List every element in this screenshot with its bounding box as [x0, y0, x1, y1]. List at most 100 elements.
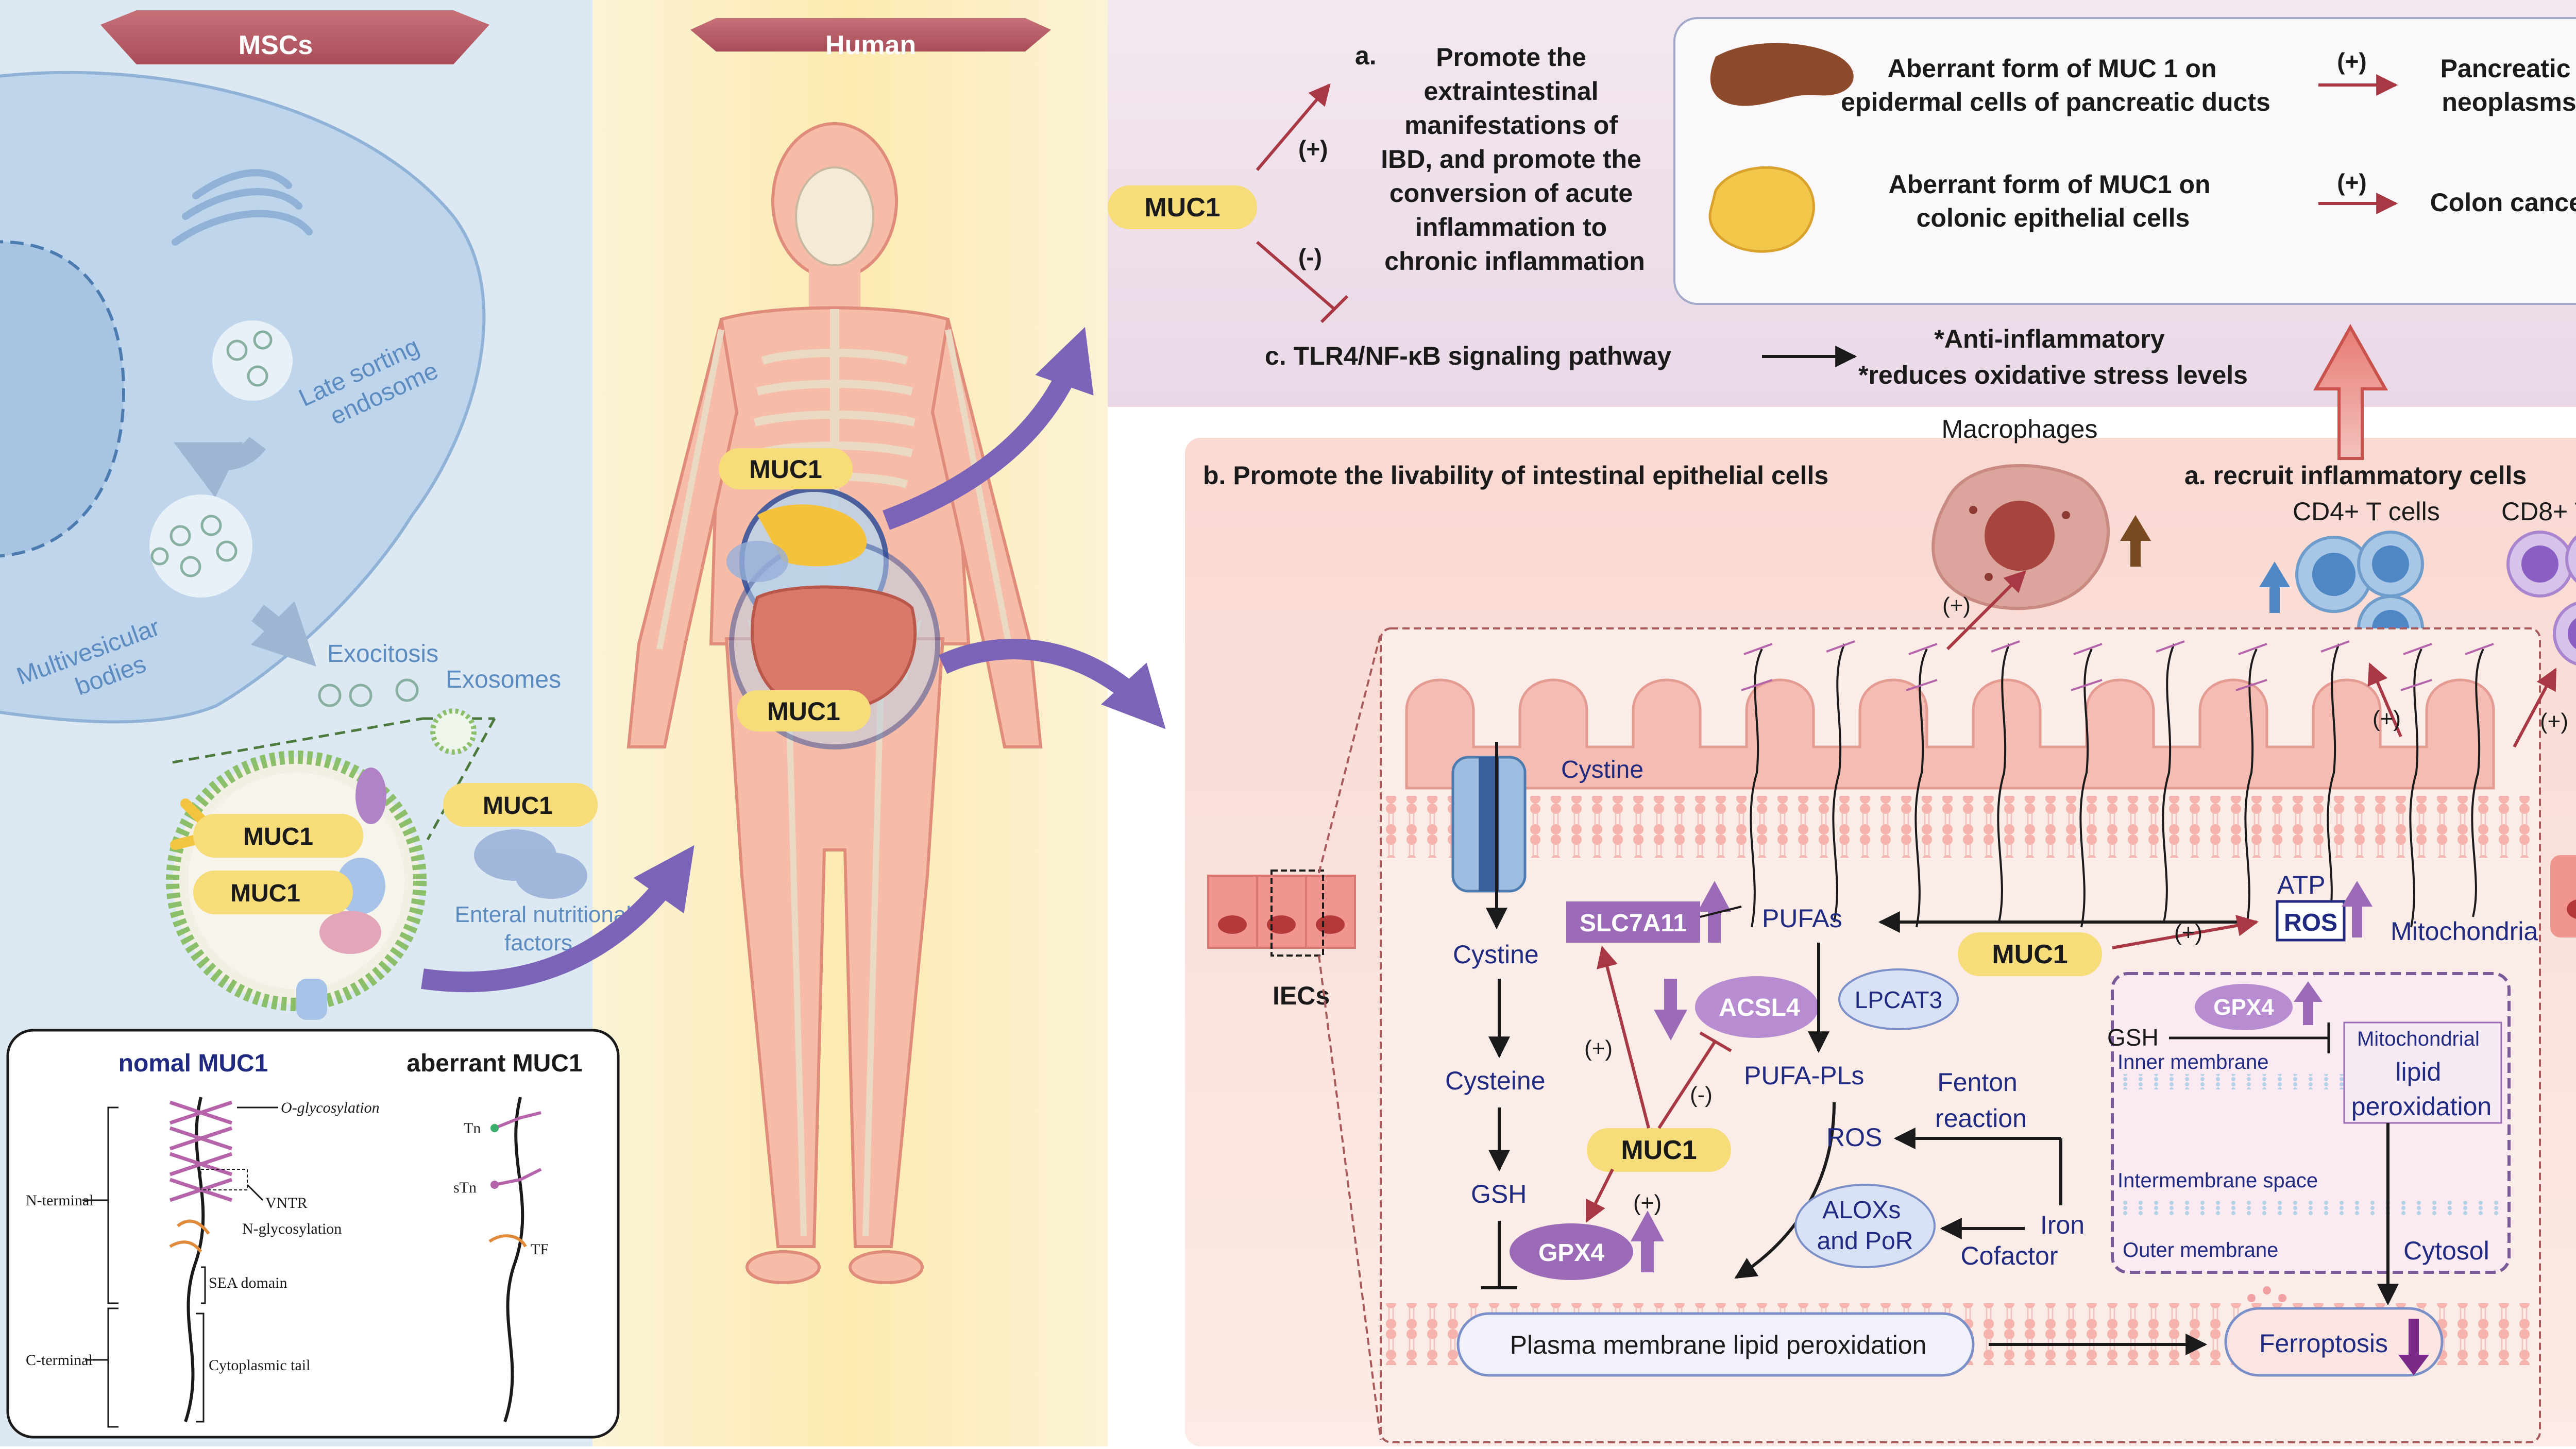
fenton-line2: reaction [1935, 1104, 2027, 1133]
gsh-label: GSH [1471, 1180, 1527, 1208]
n-glyco-label: N-glycosylation [242, 1220, 342, 1237]
aberrant-muc1-title: aberrant MUC1 [406, 1050, 582, 1077]
intermembrane-label: Intermembrane space [2117, 1169, 2318, 1192]
panel-b-title: b. Promote the livability of intestinal … [1203, 461, 1828, 490]
pancreas-icon [1710, 43, 1854, 106]
cystine-top-label: Cystine [1561, 756, 1643, 783]
mscs-to-human-arrow [421, 845, 694, 993]
macrophage-up-arrow [2120, 515, 2151, 567]
zoom-dash-top [1318, 633, 1382, 874]
muc1-center-label: MUC1 [1621, 1135, 1697, 1165]
iron-line2: Cofactor [1961, 1241, 2058, 1270]
sorting-arrow [174, 436, 266, 498]
plasma-label: Plasma membrane lipid peroxidation [1510, 1331, 1927, 1359]
tf-label: TF [531, 1241, 549, 1258]
muc1-to-slc7a11 [1597, 945, 1650, 1129]
sea-label: SEA domain [209, 1274, 287, 1291]
c-result-2: *reduces oxidative stress levels [1858, 361, 2248, 389]
a-text-l2: extraintestinal [1424, 77, 1599, 106]
disease-box: Aberrant form of MUC 1 on epidermal cell… [1673, 17, 2576, 305]
box-row2-text: Aberrant form of MUC1 on colonic epithel… [1889, 170, 2218, 232]
fenton-line1: Fenton [1937, 1068, 2018, 1097]
mito-lipid-box: Mitochondrial lipid peroxidation [2343, 1021, 2502, 1124]
gsh-mito-label: GSH [2107, 1024, 2159, 1051]
cyto-label: Cytoplasmic tail [209, 1357, 310, 1374]
muc1-pill-panel-a: MUC1 [1108, 185, 1257, 229]
enteral-line1: Enteral nutritional [455, 902, 631, 927]
n-terminal-label: N-terminal [26, 1192, 94, 1209]
recruit-label: a. recruit inflammatory cells [2184, 461, 2527, 490]
a-text-l3: manifestations of [1404, 111, 1618, 140]
enteral-line2: factors [504, 930, 572, 956]
ros-box-label: ROS [2284, 909, 2337, 936]
right-iec-nucleus [2567, 899, 2576, 919]
gpx4-node: GPX4 [1510, 1223, 1633, 1280]
outer-label: Outer membrane [2123, 1239, 2278, 1262]
box-row1-text: Aberrant form of MUC 1 on epidermal cell… [1841, 54, 2270, 116]
zoom-line-right2 [426, 718, 496, 841]
aloxs-line1: ALOXs [1822, 1197, 1901, 1224]
cd8-label: CD8+ T cells [2501, 497, 2576, 526]
human-banner-label: Human [825, 30, 916, 60]
a-text-l4: IBD, and promote the [1381, 145, 1641, 174]
fenton-label: Fenton reaction [1935, 1068, 2027, 1133]
muc1-pill-right: MUC1 [1958, 932, 2102, 976]
tn-label: Tn [464, 1120, 481, 1137]
muc1-human-bottom-label: MUC1 [767, 697, 840, 726]
a-text-l6: inflammation to [1415, 213, 1607, 242]
atp-label: ATP [2277, 871, 2326, 899]
ros-label: ROS [1826, 1123, 1882, 1152]
microvilli [1405, 678, 2495, 790]
box-row1-result-l2: neoplasms [2442, 88, 2576, 116]
box-row2-line2: colonic epithelial cells [1917, 203, 2190, 232]
apical-membrane [1386, 796, 2535, 858]
aloxs-line2: and PoR [1817, 1228, 1913, 1255]
cd4-label: CD4+ T cells [2293, 497, 2440, 526]
a-label: a. [1355, 41, 1377, 70]
a-text-l1: Promote the [1436, 43, 1586, 72]
plus-macrophage: (+) [1942, 593, 1971, 618]
box-row1-sign: (+) [2337, 48, 2367, 75]
zoom-line-left [172, 717, 423, 764]
enteral-label: Enteral nutritional factors [455, 902, 638, 956]
exocitosis-label: Exocitosis [327, 640, 438, 668]
muc1-pill-center: MUC1 [1587, 1128, 1731, 1172]
glycan-decorations [1741, 640, 2494, 691]
macrophage-cell [1931, 464, 2110, 610]
muc1-right-label: MUC1 [1992, 940, 2067, 969]
cd4-up-arrow [2259, 561, 2290, 613]
to-cd4-arrow [2367, 662, 2402, 738]
cytosol-label: Cytosol [2403, 1236, 2489, 1265]
nutritional-factors-shapes [474, 829, 587, 899]
acsl4-label: ACSL4 [1719, 994, 1800, 1021]
mscs-banner-label: MSCs [239, 30, 313, 60]
muc1-inhibit-acsl4 [1657, 1039, 1717, 1129]
plus-cd4: (+) [2372, 706, 2401, 731]
plus-ros: (+) [2174, 920, 2202, 945]
mito-lipid-line3: peroxidation [2351, 1092, 2492, 1121]
iec-inset-icon [1207, 870, 1356, 957]
box-row1-line1: Aberrant form of MUC 1 on [1888, 54, 2217, 83]
c-terminal-label: C-terminal [26, 1352, 93, 1369]
normal-muc1-title: nomal MUC1 [118, 1050, 268, 1077]
ferroptosis-down-arrow [2398, 1319, 2429, 1375]
lpcat3-label: LPCAT3 [1855, 986, 1942, 1013]
muc1-inhibit-line [1256, 241, 1335, 311]
inhibit-bar-a [1320, 295, 1349, 323]
muc1-human-top-label: MUC1 [749, 455, 822, 484]
iron-line1: Iron [2040, 1211, 2084, 1239]
acsl4-inhibit-bar [1699, 1031, 1732, 1052]
muc1-exosome-2-label: MUC1 [230, 880, 300, 907]
aloxs-label: ALOXs and PoR [1817, 1197, 1913, 1255]
small-exosome [430, 708, 477, 755]
minus-sign-a: (-) [1298, 244, 1322, 270]
mito-lipid-line1: Mitochondrial [2357, 1028, 2480, 1050]
ferroptosis-box: Ferroptosis [2224, 1286, 2444, 1377]
minus-acsl4: (-) [1690, 1082, 1713, 1107]
nucleus [0, 240, 126, 558]
late-sorting-endosome [212, 320, 293, 401]
muc1-pill-human-top: MUC1 [719, 448, 853, 489]
zoom-dash-bottom [1318, 955, 1382, 1440]
